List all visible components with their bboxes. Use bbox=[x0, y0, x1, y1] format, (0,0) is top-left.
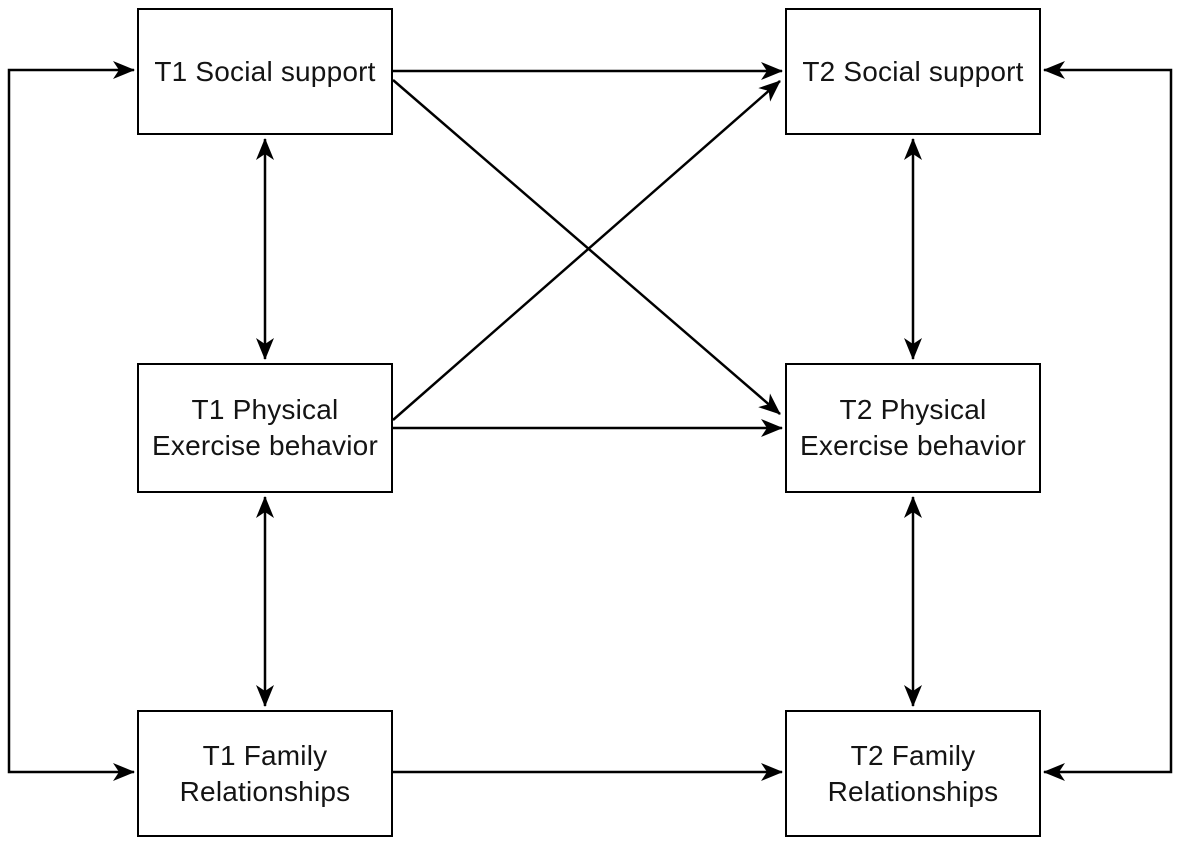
node-t1-social-support: T1 Social support bbox=[137, 8, 393, 135]
edge-t1ss-t1fr-covariance-left-bracket bbox=[7, 61, 135, 781]
node-t1-social-support-label: T1 Social support bbox=[154, 55, 376, 87]
node-t2-physical-exercise: T2 Physical Exercise behavior bbox=[785, 363, 1041, 493]
node-t2-family-relationships: T2 Family Relationships bbox=[785, 710, 1041, 837]
node-t1-family-relationships: T1 Family Relationships bbox=[137, 710, 393, 837]
node-t1-physical-exercise-label: T1 Physical Exercise behavior bbox=[152, 394, 378, 461]
node-t2-social-support: T2 Social support bbox=[785, 8, 1041, 135]
node-t2-family-relationships-label: T2 Family Relationships bbox=[827, 739, 999, 807]
node-t1-physical-exercise: T1 Physical Exercise behavior bbox=[137, 363, 393, 493]
edge-t2ss-t2fr-covariance-right-bracket bbox=[1043, 61, 1173, 781]
node-t2-physical-exercise-label: T2 Physical Exercise behavior bbox=[800, 394, 1026, 461]
edge-t1ss-to-t2pe bbox=[392, 79, 781, 415]
node-t2-social-support-label: T2 Social support bbox=[802, 55, 1024, 87]
edge-t1pe-to-t2ss bbox=[392, 80, 781, 421]
node-t1-family-relationships-label: T1 Family Relationships bbox=[179, 739, 351, 807]
